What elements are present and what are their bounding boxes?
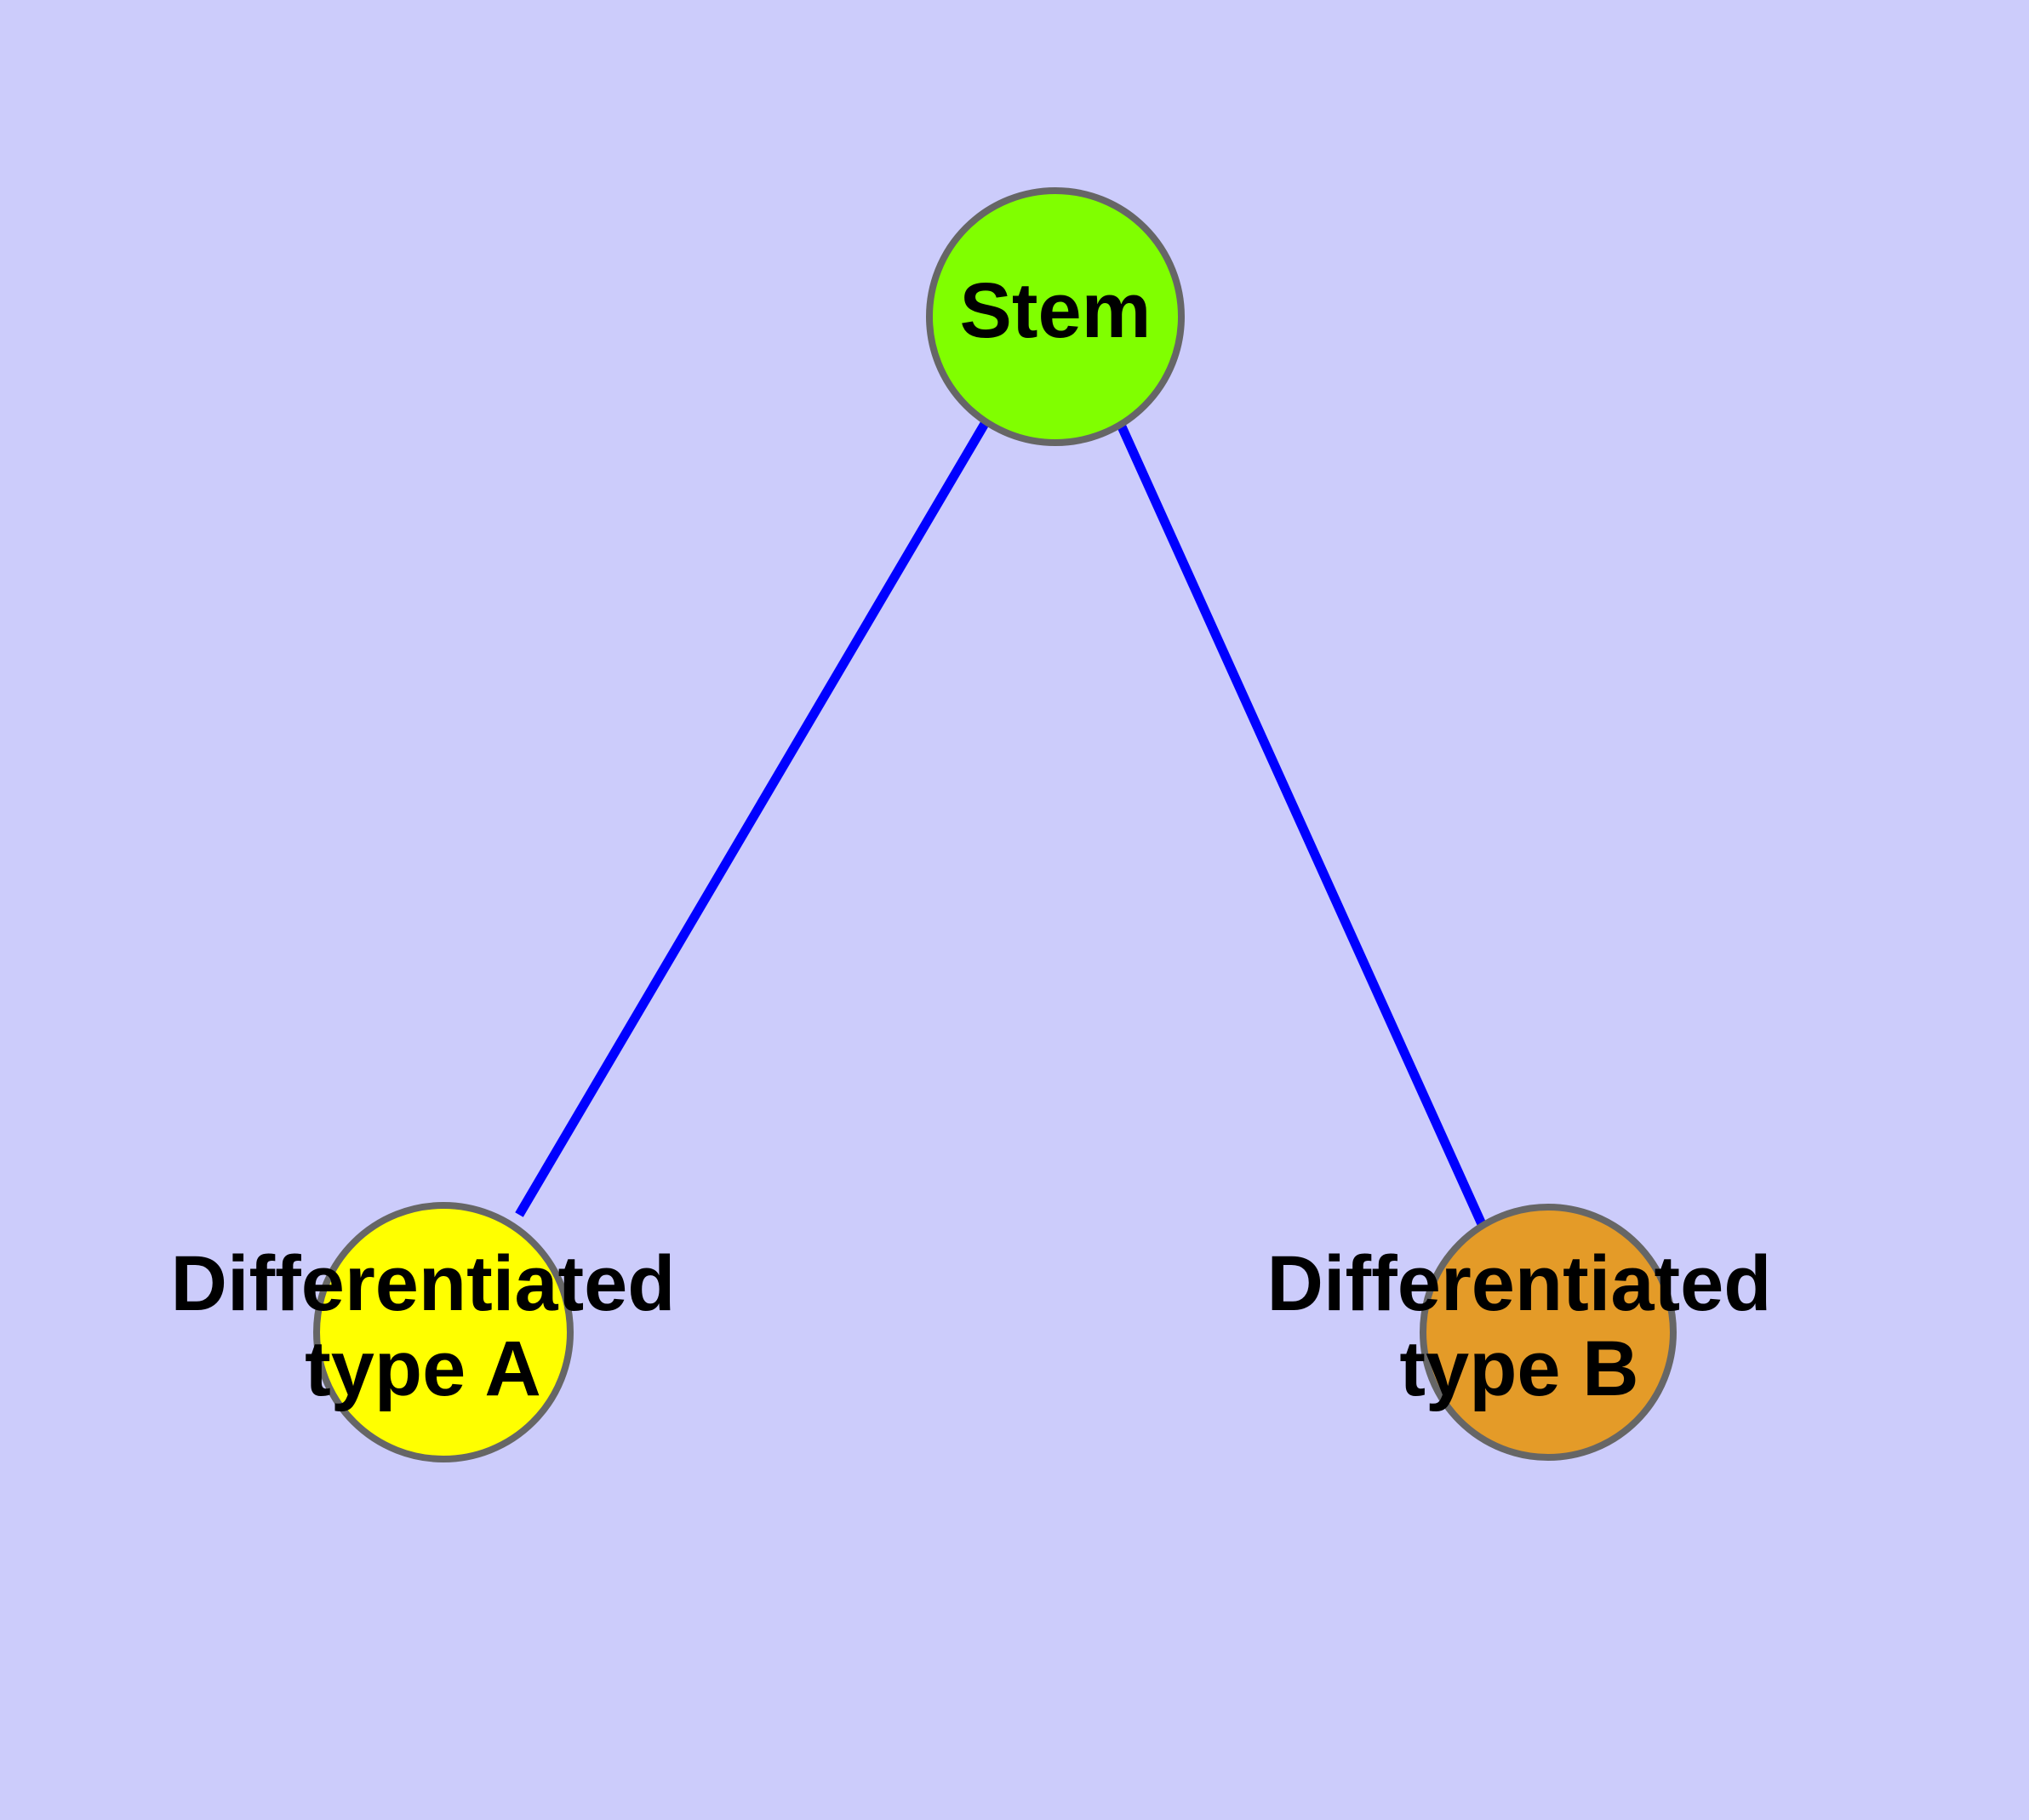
edge-stem-to-diff-b[interactable] bbox=[1116, 422, 1487, 1227]
node-label-line: type B bbox=[1399, 1325, 1638, 1412]
node-diff-b[interactable] bbox=[1420, 1204, 1677, 1461]
nodes-group bbox=[313, 187, 1677, 1462]
edge-stem-to-diff-a[interactable] bbox=[515, 420, 990, 1217]
node-stem[interactable] bbox=[926, 187, 1185, 446]
node-label-line: type A bbox=[305, 1325, 541, 1412]
node-label-line: Differentiated bbox=[171, 1240, 676, 1327]
node-label-line: Stem bbox=[960, 267, 1152, 354]
edges-group bbox=[515, 420, 1487, 1227]
node-label-stem: Stem bbox=[960, 267, 1152, 354]
node-diff-a[interactable] bbox=[313, 1202, 574, 1462]
node-label-line: Differentiated bbox=[1267, 1240, 1772, 1327]
